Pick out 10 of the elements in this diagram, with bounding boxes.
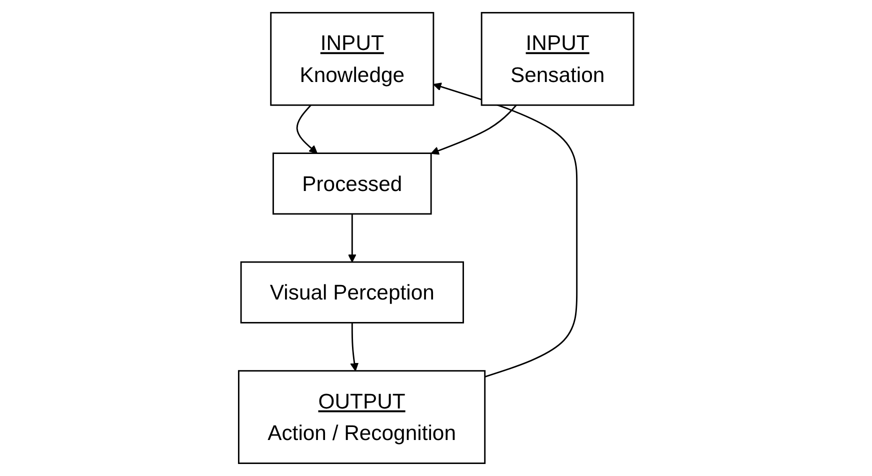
arrow xyxy=(350,322,358,372)
node-box: OUTPUT Action / Recognition xyxy=(238,370,486,464)
node-box: Visual Perception xyxy=(240,261,464,324)
arrow xyxy=(296,104,318,154)
node-box: Processed xyxy=(272,152,432,215)
arrow xyxy=(430,104,517,155)
node-box: INPUT Knowledge xyxy=(270,12,434,106)
node-box: INPUT Sensation xyxy=(480,12,634,106)
arrow xyxy=(432,82,578,378)
arrow xyxy=(348,214,356,262)
